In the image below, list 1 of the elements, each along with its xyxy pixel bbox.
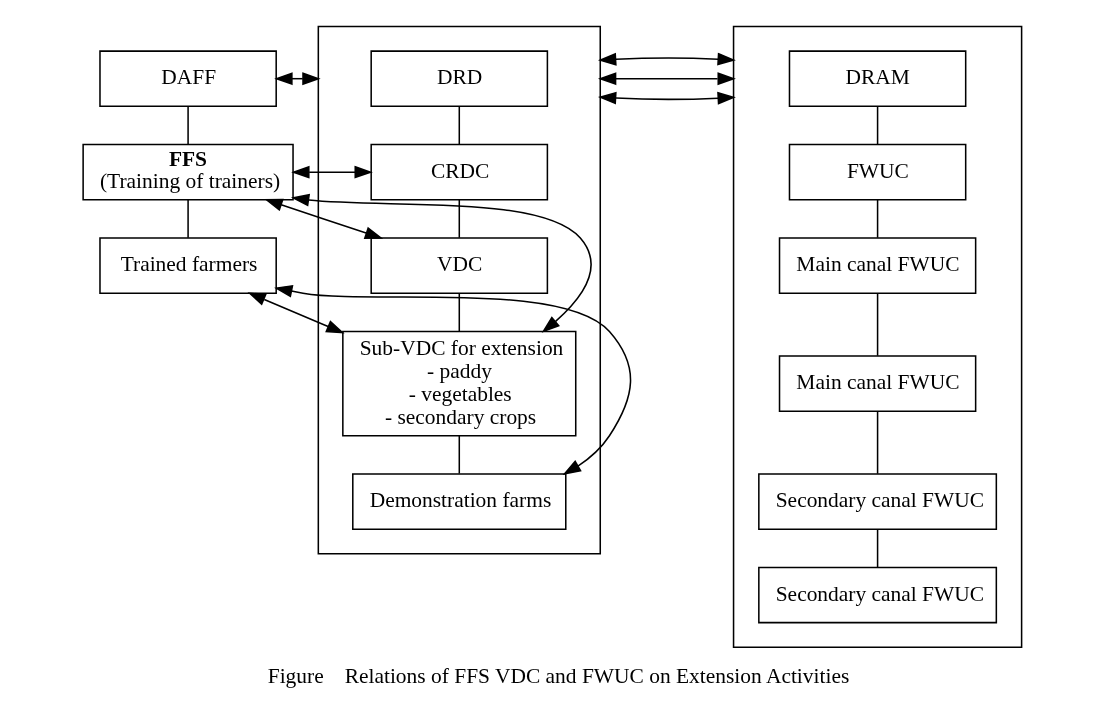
caption: Figure Relations of FFS VDC and FWUC on Extension Activities <box>267 663 849 688</box>
